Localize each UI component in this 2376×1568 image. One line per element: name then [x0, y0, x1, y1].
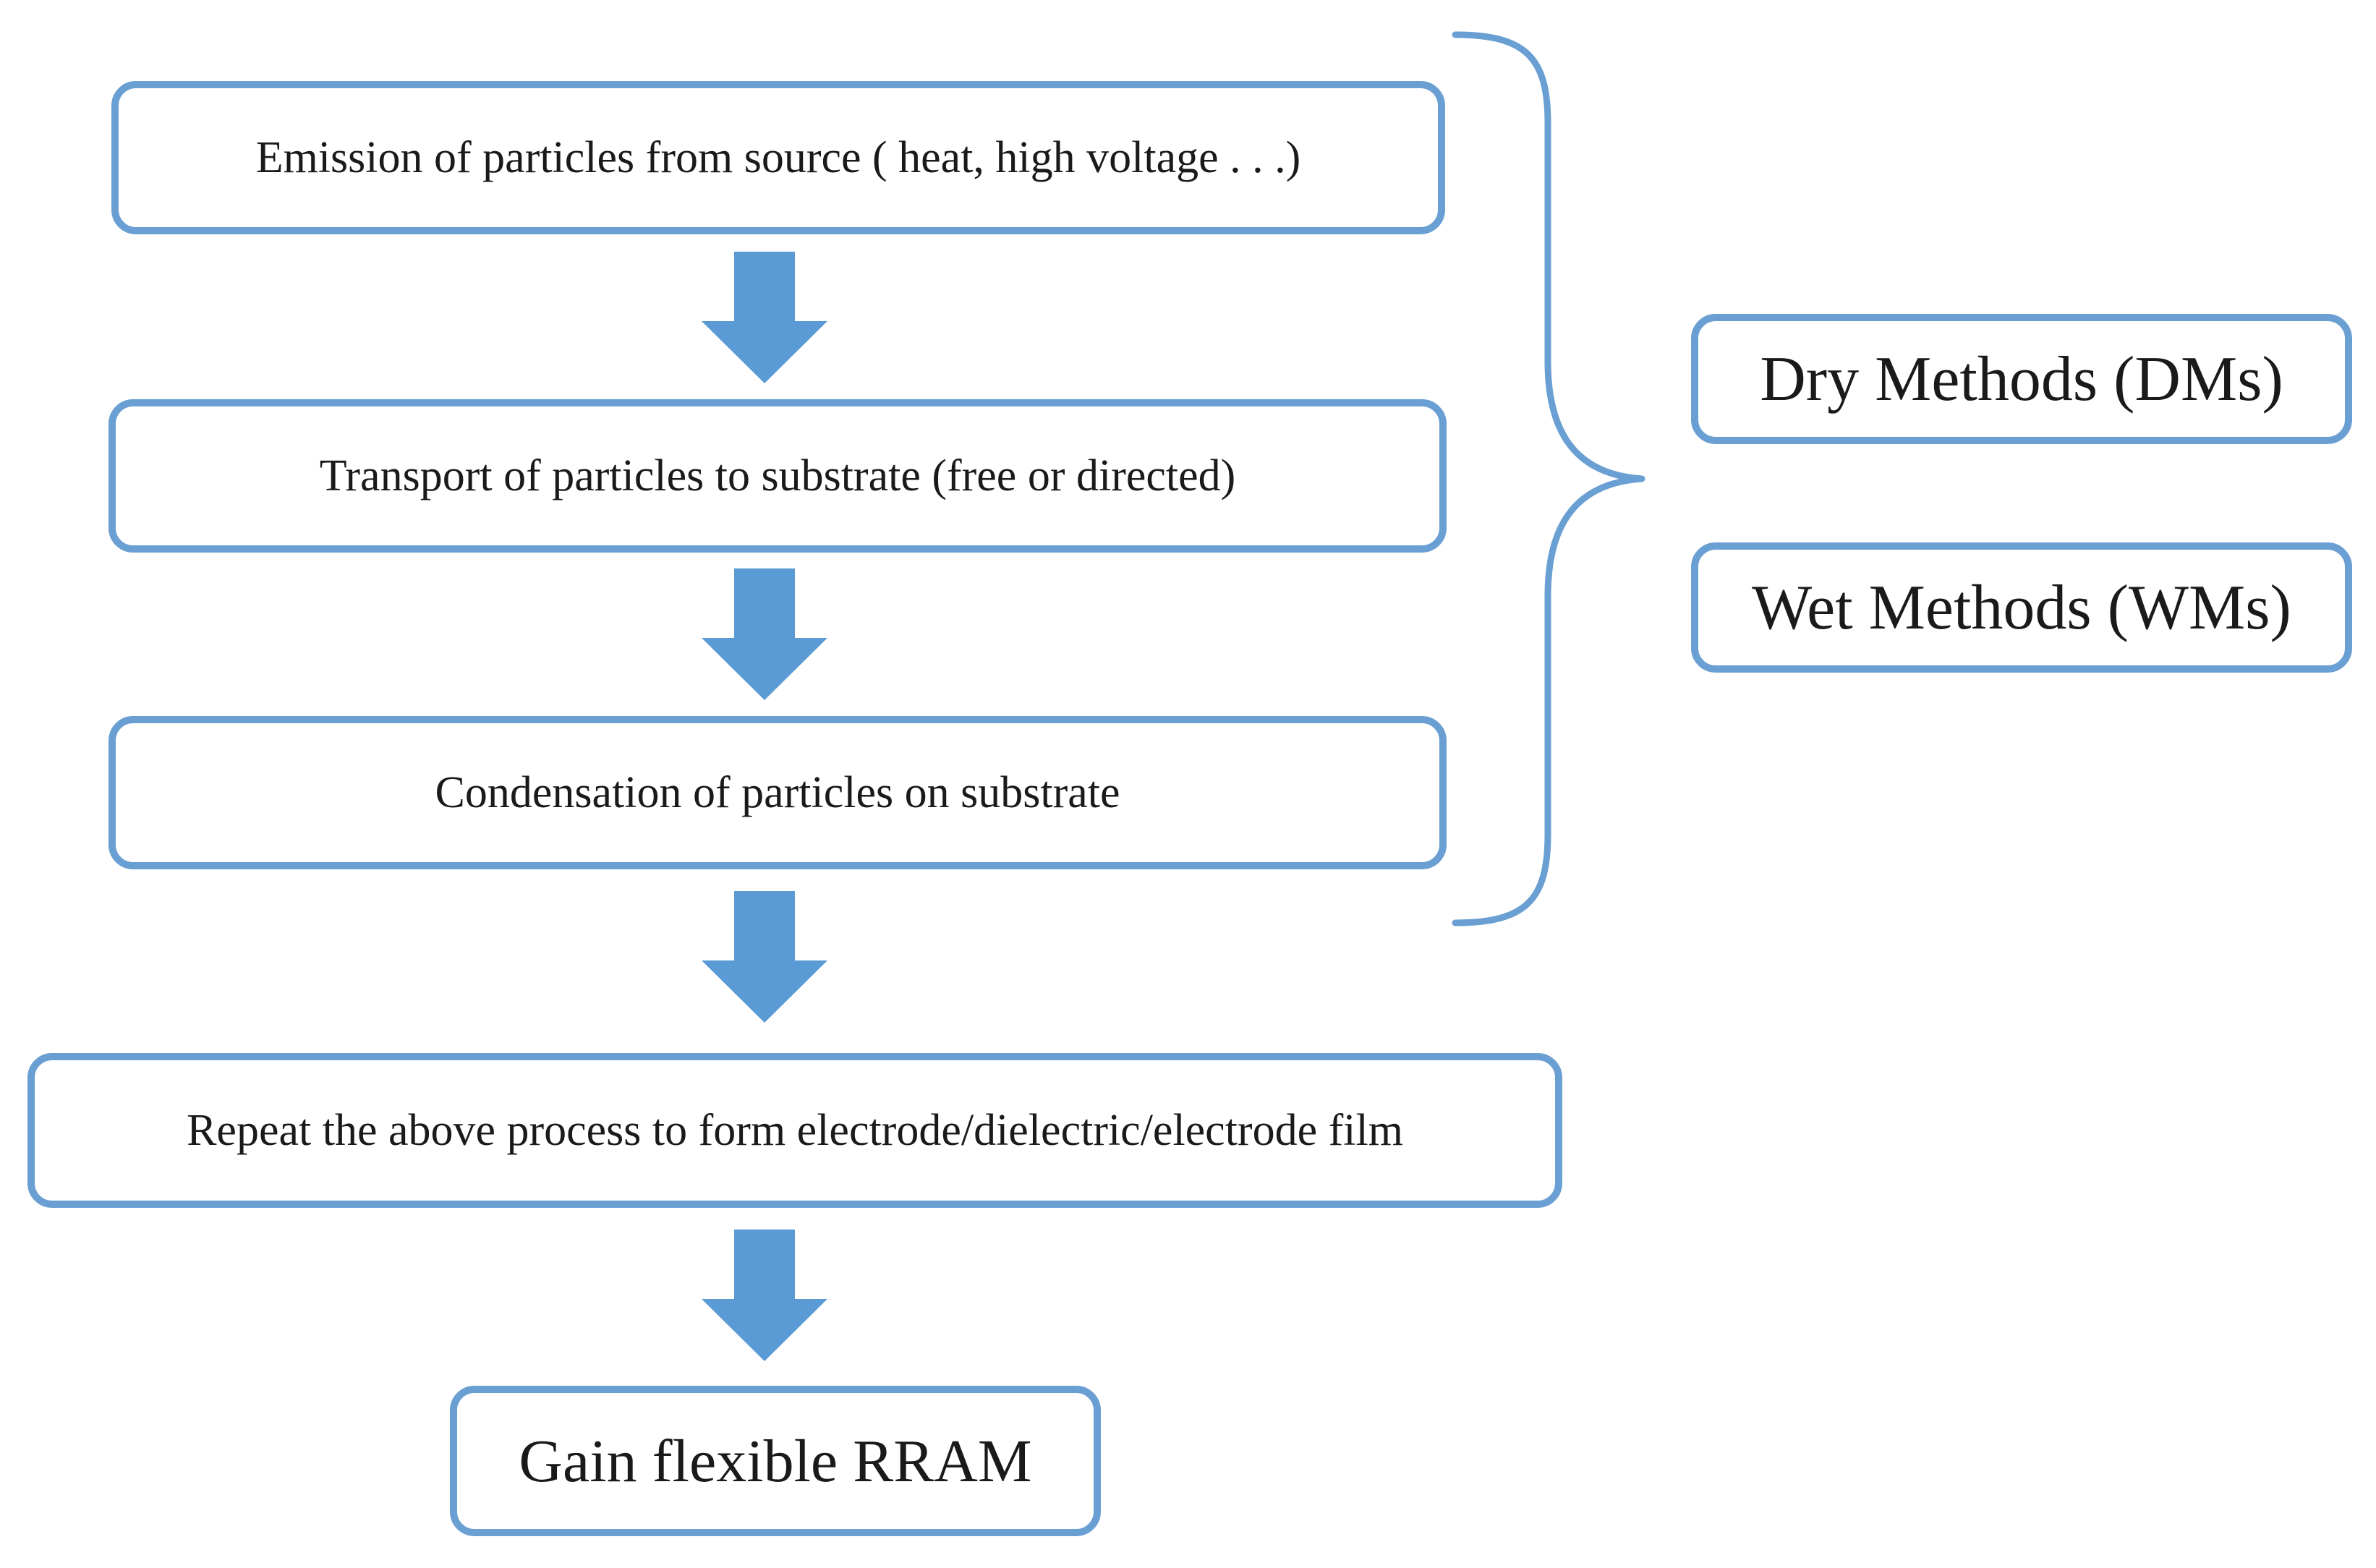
- curly-brace-icon: [1452, 31, 1645, 926]
- step-repeat-box: Repeat the above process to form electro…: [27, 1053, 1562, 1208]
- step-repeat-label: Repeat the above process to form electro…: [187, 1105, 1403, 1155]
- dry-methods-label: Dry Methods (DMs): [1760, 344, 2283, 414]
- step-final-label: Gain flexible RRAM: [519, 1427, 1032, 1495]
- step-final-box: Gain flexible RRAM: [450, 1386, 1101, 1536]
- dry-methods-box: Dry Methods (DMs): [1691, 314, 2352, 444]
- step-emission-box: Emission of particles from source ( heat…: [111, 81, 1445, 234]
- down-arrow-icon: [702, 891, 827, 1023]
- step-transport-box: Transport of particles to substrate (fre…: [108, 399, 1447, 553]
- wet-methods-box: Wet Methods (WMs): [1691, 542, 2352, 673]
- step-condensation-box: Condensation of particles on substrate: [108, 716, 1447, 869]
- wet-methods-label: Wet Methods (WMs): [1752, 572, 2291, 643]
- step-emission-label: Emission of particles from source ( heat…: [255, 132, 1301, 182]
- step-transport-label: Transport of particles to substrate (fre…: [319, 451, 1236, 500]
- step-condensation-label: Condensation of particles on substrate: [435, 767, 1120, 817]
- down-arrow-icon: [702, 568, 827, 700]
- down-arrow-icon: [702, 252, 827, 383]
- down-arrow-icon: [702, 1230, 827, 1361]
